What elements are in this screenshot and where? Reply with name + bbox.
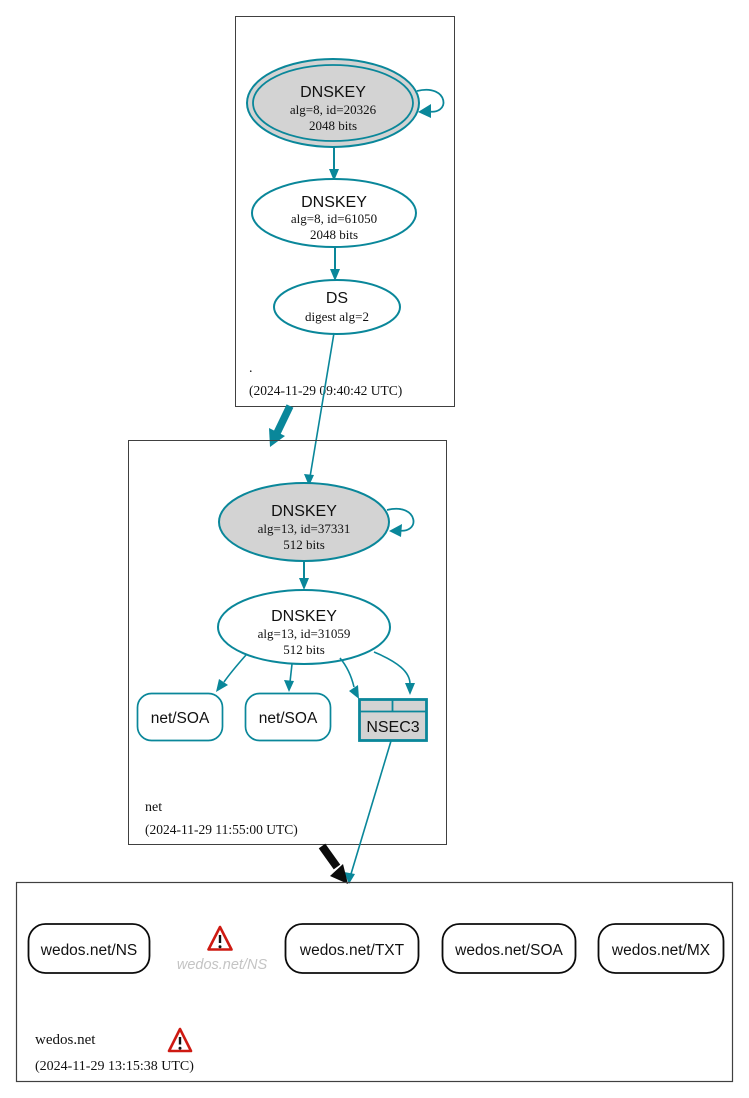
ds-title: DS: [326, 290, 348, 307]
edge-root-zsk-ds: [330, 247, 340, 281]
net-ksk-title: DNSKEY: [271, 503, 337, 520]
edge-nsec3-to-wedos: [344, 740, 392, 884]
wedos-soa-rect[interactable]: [441, 923, 577, 974]
node-net-soa-2[interactable]: net/SOA: [244, 692, 332, 742]
self-loop-arrow-root-ksk: [416, 88, 445, 118]
zone-label-root: .: [249, 361, 253, 376]
edge-net-zsk-soa1: [216, 654, 247, 692]
zone-box-wedos: wedos.net/NS wedos.net/NS wedos.net/TXT …: [15, 881, 734, 1083]
net-soa-1-label: net/SOA: [151, 710, 210, 727]
net-zsk-bits: 512 bits: [283, 642, 325, 657]
delegation-arrow-root-to-net: [269, 404, 294, 447]
node-net-ds[interactable]: DS digest alg=2: [273, 279, 401, 335]
ds-digest: digest alg=2: [305, 309, 369, 324]
root-ksk-bits: 2048 bits: [309, 118, 357, 133]
net-zsk-alg: alg=13, id=31059: [258, 626, 351, 641]
net-soa-2-label: net/SOA: [259, 710, 318, 727]
ds-ellipse[interactable]: [273, 279, 401, 335]
root-zsk-bits: 2048 bits: [310, 227, 358, 242]
net-zsk-ellipse[interactable]: [217, 589, 391, 665]
zone-warning-icon[interactable]: [167, 1027, 193, 1053]
node-wedos-ns[interactable]: wedos.net/NS: [27, 923, 151, 974]
root-ksk-inner-ellipse: [252, 64, 414, 142]
edge-net-zsk-nsec3-right: [373, 651, 415, 695]
root-ksk-alg: alg=8, id=20326: [290, 102, 377, 117]
node-nsec3[interactable]: NSEC3: [358, 698, 428, 742]
wedos-ns-ghost-label: wedos.net/NS: [177, 957, 268, 973]
node-wedos-ns-ghost[interactable]: wedos.net/NS: [177, 925, 268, 973]
node-wedos-txt[interactable]: wedos.net/TXT: [284, 923, 420, 974]
wedos-ns-rect[interactable]: [27, 923, 151, 974]
zone-timestamp-net: (2024-11-29 11:55:00 UTC): [145, 822, 298, 837]
net-soa-2-rect[interactable]: [244, 692, 332, 742]
node-wedos-mx[interactable]: wedos.net/MX: [597, 923, 725, 974]
zone-timestamp-root: (2024-11-29 09:40:42 UTC): [249, 383, 402, 398]
zone-border-wedos: [15, 881, 734, 1083]
edge-net-zsk-soa2: [284, 663, 294, 692]
root-ksk-title: DNSKEY: [300, 84, 366, 101]
warning-icon[interactable]: [207, 925, 233, 951]
wedos-mx-label: wedos.net/MX: [611, 942, 711, 959]
node-root-ksk-dnskey[interactable]: DNSKEY alg=8, id=20326 2048 bits: [246, 58, 420, 148]
wedos-ns-label: wedos.net/NS: [40, 942, 138, 959]
delegation-arrow-net-to-wedos: [318, 843, 348, 884]
zone-border-net: [128, 440, 447, 845]
wedos-mx-rect[interactable]: [597, 923, 725, 974]
node-wedos-soa[interactable]: wedos.net/SOA: [441, 923, 577, 974]
wedos-txt-label: wedos.net/TXT: [299, 942, 405, 959]
node-net-ksk-dnskey[interactable]: DNSKEY alg=13, id=37331 512 bits: [218, 482, 390, 562]
wedos-txt-rect[interactable]: [284, 923, 420, 974]
root-zsk-title: DNSKEY: [301, 194, 367, 211]
edge-ds-to-net-ksk: [304, 332, 335, 486]
net-zsk-title: DNSKEY: [271, 608, 337, 625]
node-net-zsk-dnskey[interactable]: DNSKEY alg=13, id=31059 512 bits: [217, 589, 391, 665]
node-root-zsk-dnskey[interactable]: DNSKEY alg=8, id=61050 2048 bits: [251, 178, 417, 248]
zone-box-net: DNSKEY alg=13, id=37331 512 bits DNSKEY …: [128, 440, 447, 845]
node-net-soa-1[interactable]: net/SOA: [136, 692, 224, 742]
edge-net-zsk-nsec3-left: [339, 657, 359, 699]
zone-label-net: net: [145, 800, 162, 815]
nsec3-label: NSEC3: [366, 719, 419, 736]
root-zsk-alg: alg=8, id=61050: [291, 211, 377, 226]
net-ksk-bits: 512 bits: [283, 537, 325, 552]
edge-net-ksk-zsk: [299, 561, 309, 590]
net-soa-1-rect[interactable]: [136, 692, 224, 742]
zone-box-root: DNSKEY alg=8, id=20326 2048 bits DNSKEY …: [235, 16, 455, 407]
zone-timestamp-wedos: (2024-11-29 13:15:38 UTC): [35, 1059, 194, 1074]
wedos-soa-label: wedos.net/SOA: [454, 942, 563, 959]
edge-root-ksk-zsk: [329, 147, 339, 181]
zone-label-wedos: wedos.net: [35, 1032, 96, 1048]
self-loop-arrow-net-ksk: [386, 507, 415, 537]
net-ksk-alg: alg=13, id=37331: [258, 521, 351, 536]
zone-border-root: [235, 16, 455, 407]
